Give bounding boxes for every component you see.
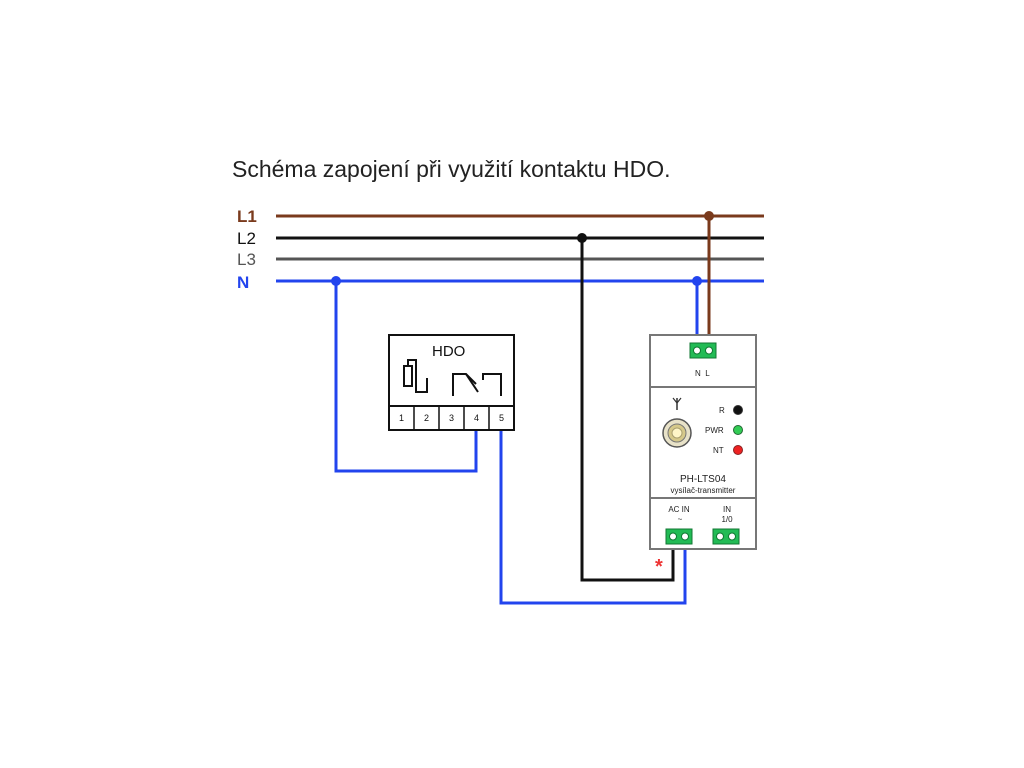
hdo-terminal-4: 4 — [474, 413, 479, 423]
hdo-label: HDO — [432, 343, 465, 360]
bus-label-l1: L1 — [237, 207, 257, 226]
junction-n-left — [331, 276, 341, 286]
bus-label-l2: L2 — [237, 229, 256, 248]
bus-label-n: N — [237, 273, 249, 292]
transmitter-unit: N L R PWR NT PH-LTS04 vysílač-transmitte… — [649, 334, 757, 550]
ac-in-label: AC IN — [668, 505, 690, 514]
diagram-title: Schéma zapojení při využití kontaktu HDO… — [232, 156, 671, 182]
terminal-block-io — [712, 528, 740, 545]
transmitter-subtitle: vysílač-transmitter — [671, 486, 736, 495]
wire-hdo-5-to-acin — [499, 430, 687, 605]
ac-in-symbol: ~ — [678, 515, 683, 524]
marker-asterisk: * — [655, 556, 663, 578]
junction-l1 — [704, 211, 714, 221]
indicator-pwr-label: PWR — [705, 426, 724, 435]
indicator-r-label: R — [719, 406, 725, 415]
terminal-nl-label: N L — [695, 369, 710, 378]
junction-n-right — [692, 276, 702, 286]
wire-n-to-hdo-4 — [334, 281, 478, 473]
io-sub-label: 1/0 — [721, 515, 733, 524]
junction-l2 — [577, 233, 587, 243]
hdo-terminal-1: 1 — [399, 413, 404, 423]
antenna-icon — [672, 397, 682, 410]
hdo-terminal-2: 2 — [424, 413, 429, 423]
antenna-connector-icon — [662, 418, 692, 448]
io-label: IN — [723, 505, 731, 514]
indicator-r-led — [733, 405, 743, 415]
terminal-block-ac-in — [665, 528, 693, 545]
wire-l2-to-acin — [580, 238, 675, 582]
indicator-pwr-led — [733, 425, 743, 435]
hdo-receiver: HDO 1 2 3 4 5 — [388, 334, 515, 431]
coil-icon — [403, 359, 428, 393]
transmitter-model: PH-LTS04 — [680, 474, 726, 485]
indicator-nt-label: NT — [713, 446, 724, 455]
hdo-terminal-3: 3 — [449, 413, 454, 423]
hdo-terminal-5: 5 — [499, 413, 504, 423]
bus-label-l3: L3 — [237, 250, 256, 269]
relay-switch-icon — [452, 373, 502, 396]
indicator-nt-led — [733, 445, 743, 455]
terminal-block-power — [689, 342, 717, 359]
